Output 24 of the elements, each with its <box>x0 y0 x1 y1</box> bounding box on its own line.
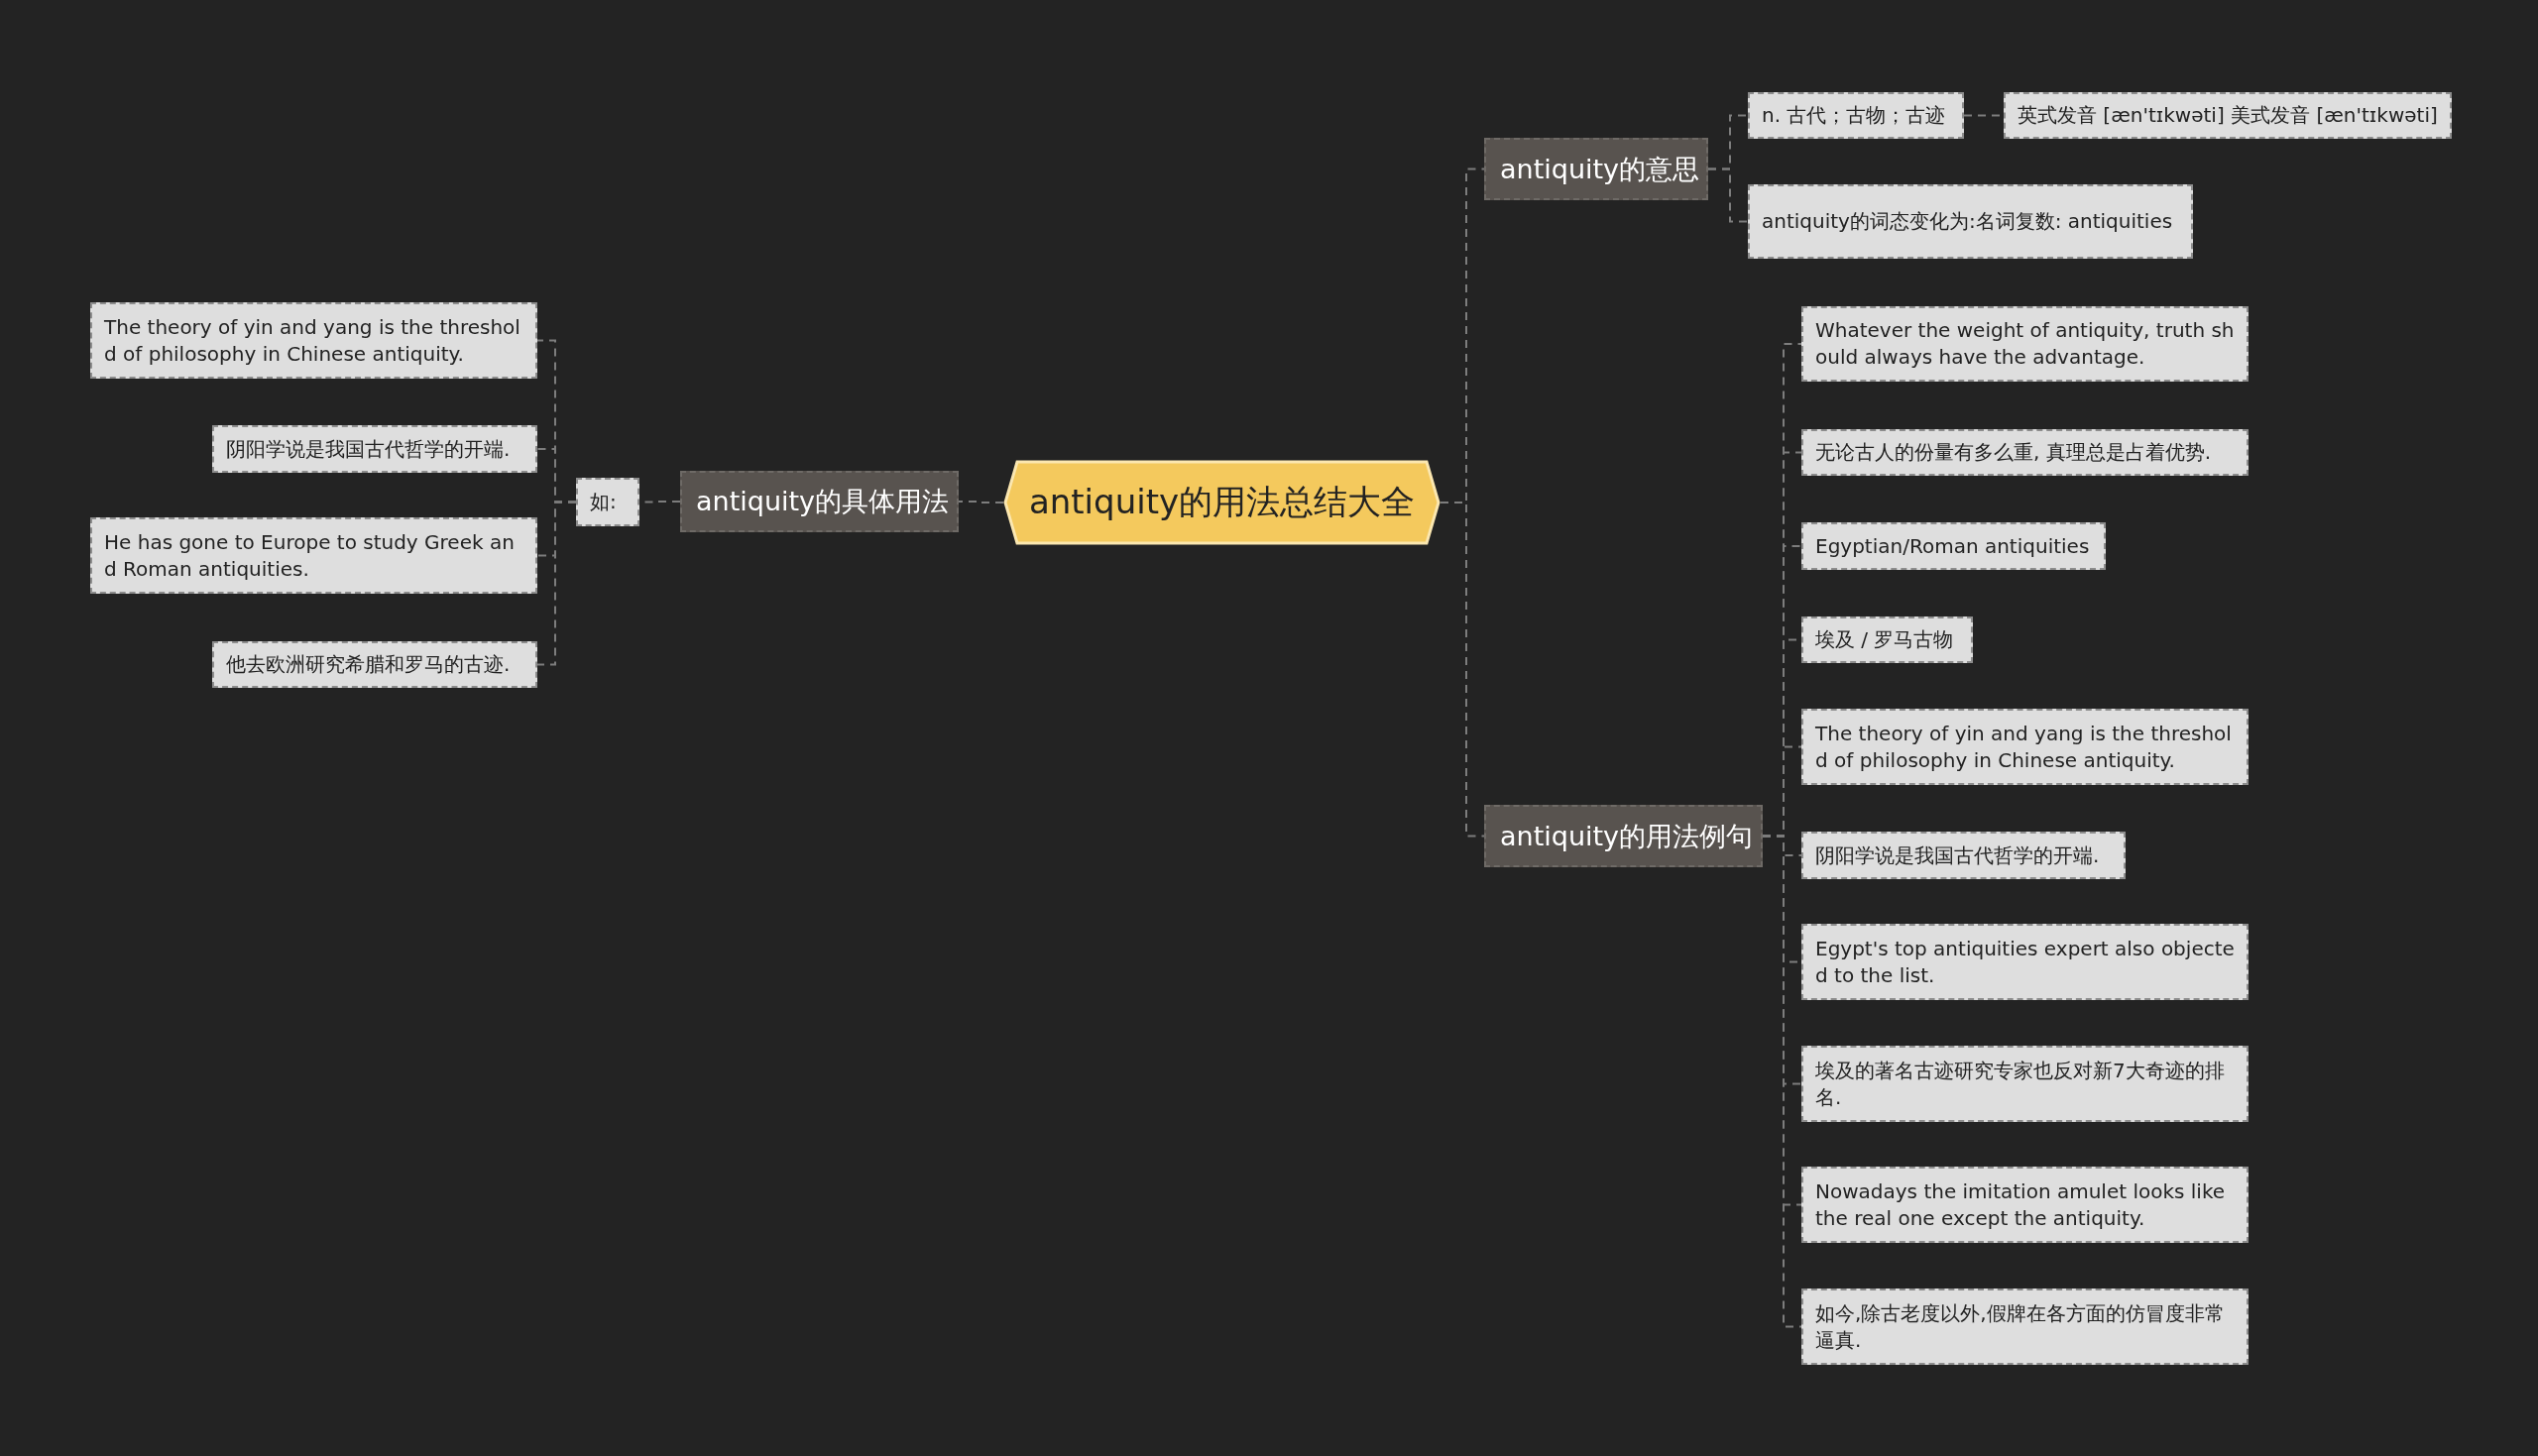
connector-line <box>1707 168 1749 223</box>
subtopic-box: The theory of yin and yang is the threshold of philosophy in Chinese antiquity. <box>1801 709 2249 785</box>
connector-line <box>536 501 577 666</box>
topic-box: antiquity的意思 <box>1484 138 1708 200</box>
subtopic-box: 英式发音 [æn'tɪkwəti] 美式发音 [æn'tɪkwəti] <box>2004 92 2452 139</box>
subtopic-box: The theory of yin and yang is the threshold of philosophy in Chinese antiquity. <box>90 302 537 379</box>
topic-box: antiquity的具体用法 <box>680 471 959 532</box>
subtopic-box: Egypt's top antiquities expert also objected to the list. <box>1801 924 2249 1000</box>
subtopic-box: antiquity的词态变化为:名词复数: antiquities <box>1748 184 2193 259</box>
topic-box: antiquity的用法例句 <box>1484 805 1763 867</box>
subtopic-box: 如: <box>576 478 639 526</box>
subtopic-box: 埃及 / 罗马古物 <box>1801 616 1973 663</box>
subtopic-box: 阴阳学说是我国古代哲学的开端. <box>1801 832 2126 879</box>
subtopic-box: 如今,除古老度以外,假牌在各方面的仿冒度非常逼真. <box>1801 1288 2249 1365</box>
subtopic-box: 无论古人的份量有多么重, 真理总是占着优势. <box>1801 429 2249 476</box>
subtopic-box: n. 古代；古物；古迹 <box>1748 92 1964 139</box>
subtopic-box: Whatever the weight of antiquity, truth should always have the advantage. <box>1801 306 2249 382</box>
subtopic-box: Egyptian/Roman antiquities <box>1801 522 2106 570</box>
connector-line <box>958 501 1004 504</box>
subtopic-box: He has gone to Europe to study Greek and Roman antiquities. <box>90 517 537 594</box>
subtopic-box: 他去欧洲研究希腊和罗马的古迹. <box>212 641 537 688</box>
subtopic-box: 埃及的著名古迹研究专家也反对新7大奇迹的排名. <box>1801 1046 2249 1122</box>
subtopic-box: 阴阳学说是我国古代哲学的开端. <box>212 425 537 473</box>
subtopic-box: Nowadays the imitation amulet looks like the real one except the antiquity. <box>1801 1167 2249 1243</box>
